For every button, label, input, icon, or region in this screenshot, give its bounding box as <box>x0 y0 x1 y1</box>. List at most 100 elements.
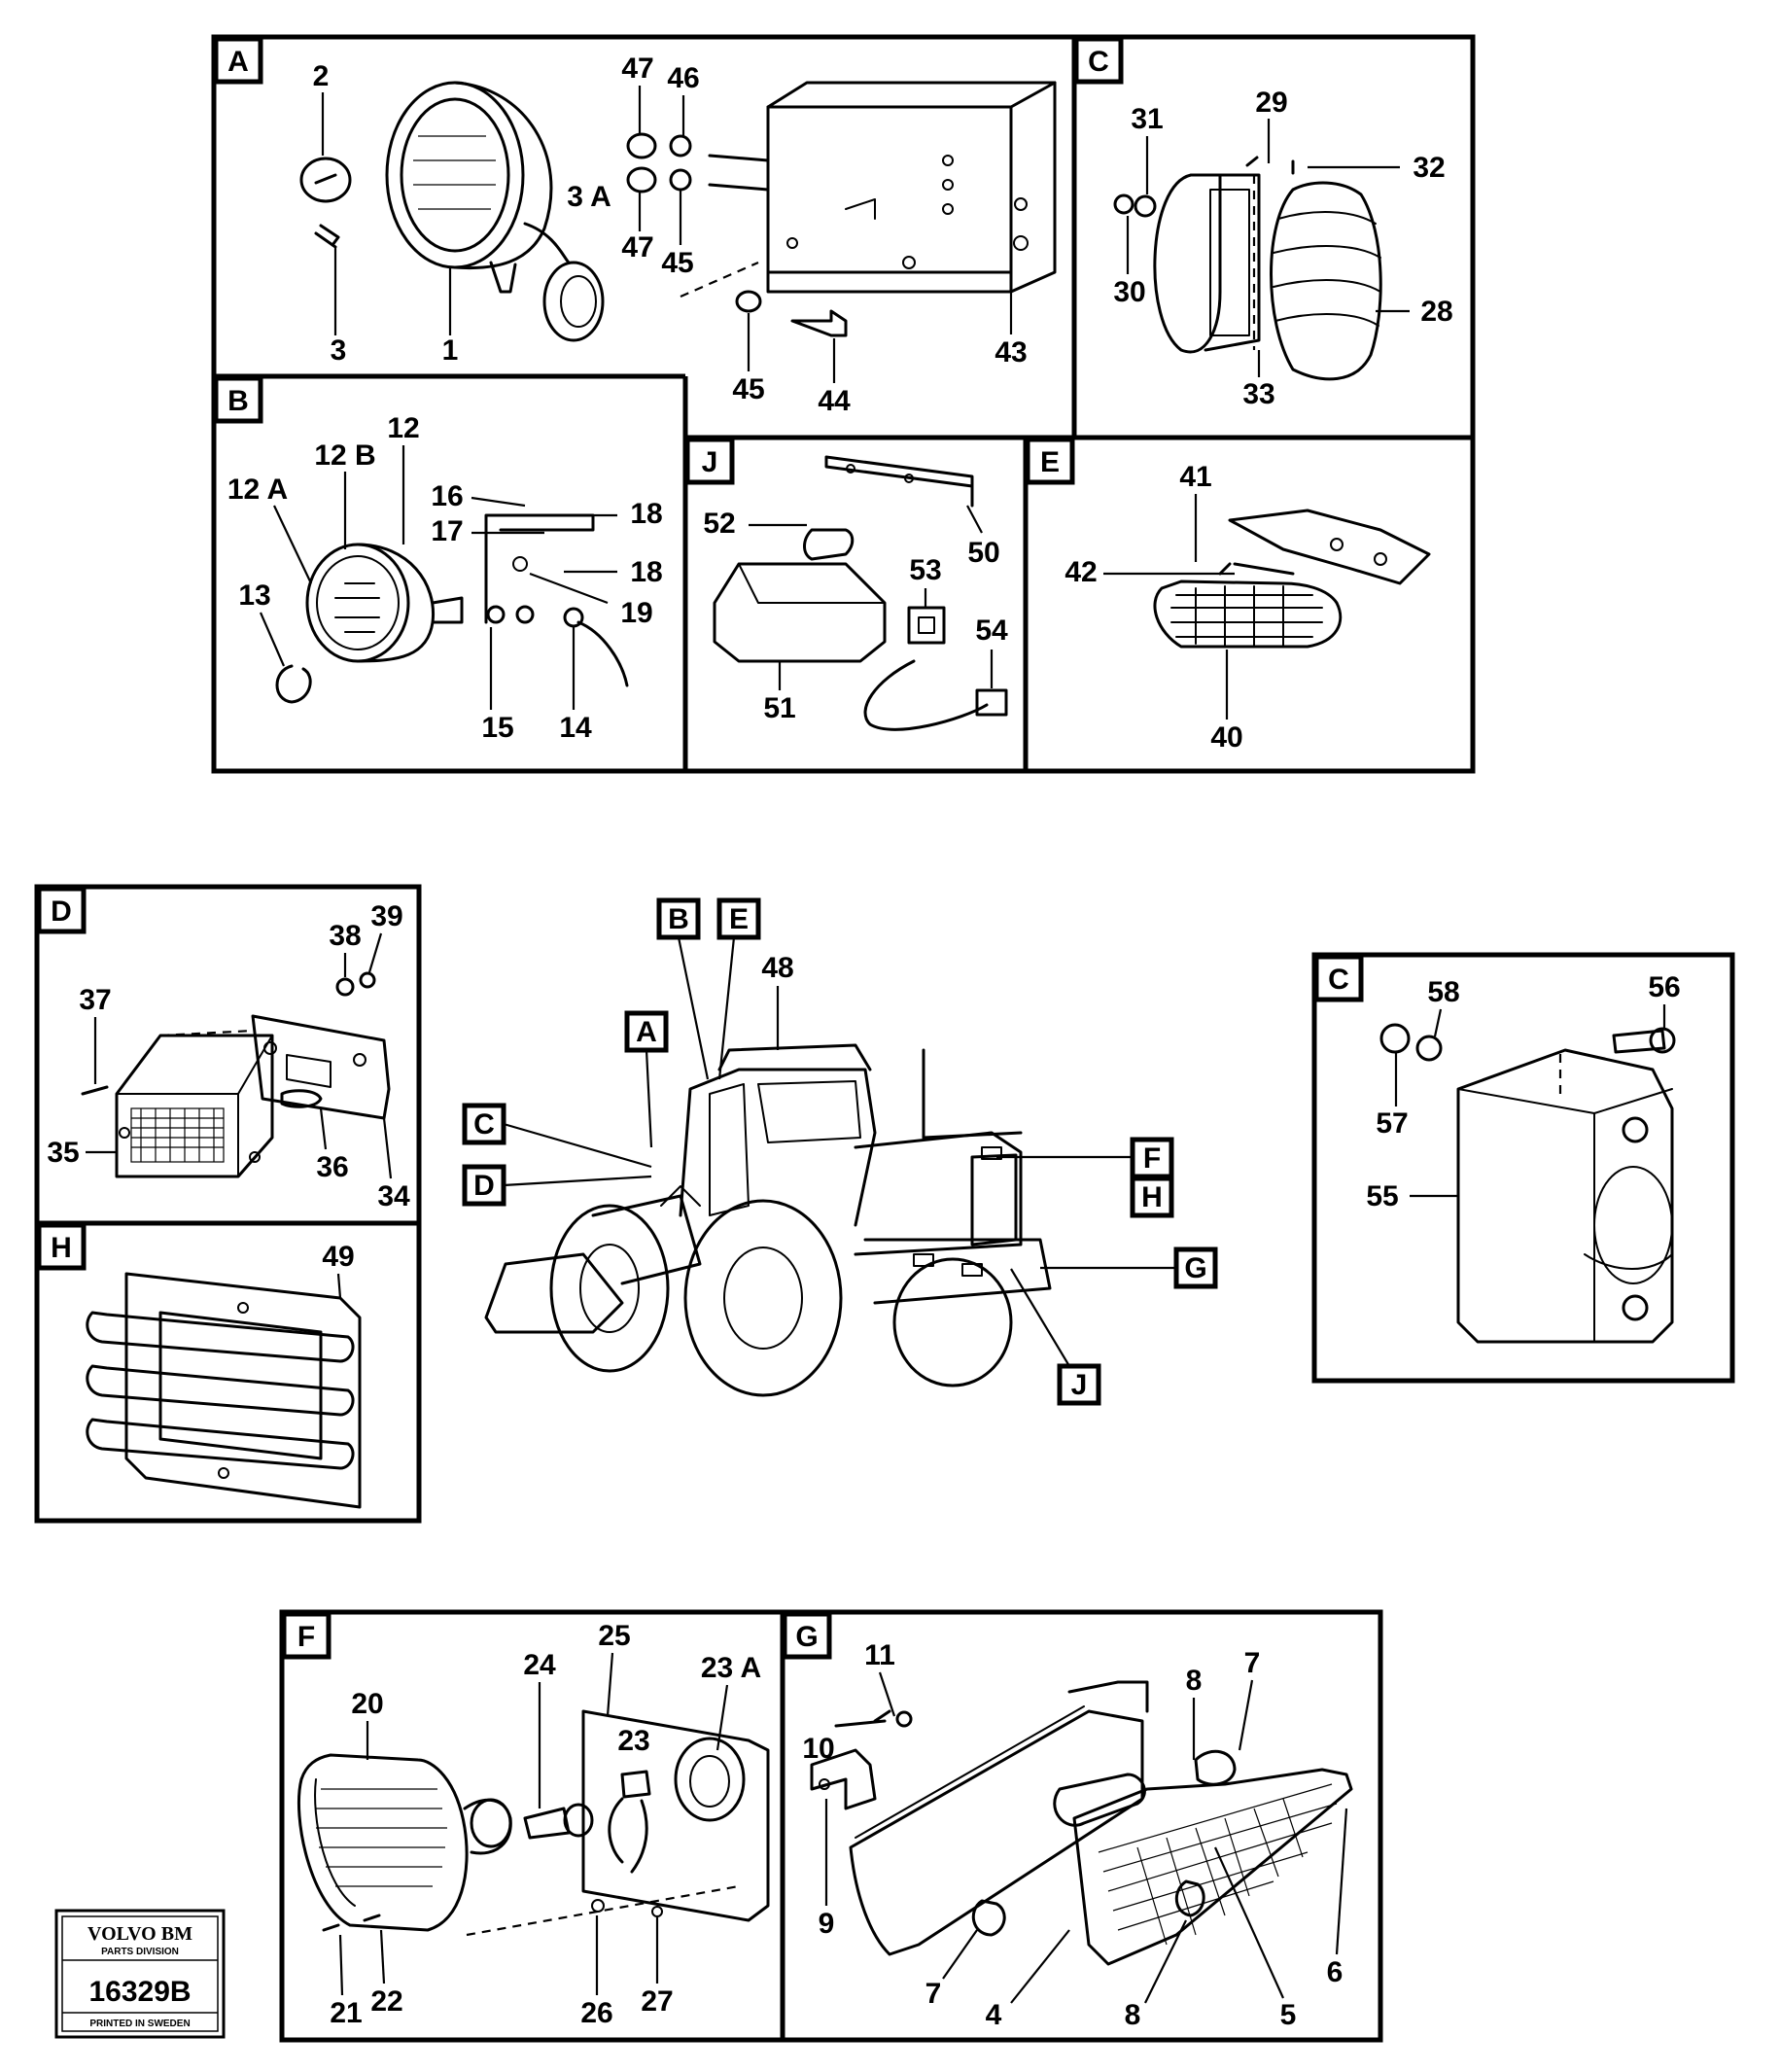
svg-text:J: J <box>702 446 718 478</box>
svg-text:56: 56 <box>1648 971 1680 1003</box>
svg-text:J: J <box>1071 1369 1088 1401</box>
svg-text:18: 18 <box>630 556 662 588</box>
svg-text:8: 8 <box>1186 1665 1203 1697</box>
panel-E-labels: 41 42 40 <box>1065 461 1242 754</box>
panel-F-labels: 24 25 23 A 20 23 21 22 26 27 <box>330 1620 761 2029</box>
svg-text:14: 14 <box>559 712 592 744</box>
callout-B: B <box>656 897 710 1080</box>
panel-label-C-top: C <box>1073 36 1124 85</box>
tail-lamp-G-drawing <box>810 1680 1353 1966</box>
svg-text:D: D <box>51 896 72 928</box>
svg-text:21: 21 <box>330 1997 362 2029</box>
svg-text:8: 8 <box>1125 1999 1141 2031</box>
panel-group-C-right <box>1311 952 1735 1384</box>
svg-text:9: 9 <box>819 1908 835 1940</box>
wheel-loader-drawing <box>484 1043 1052 1397</box>
svg-text:G: G <box>795 1621 818 1653</box>
panel-label-A: A <box>213 36 263 85</box>
callout-F: F <box>996 1137 1174 1179</box>
svg-text:2: 2 <box>313 60 330 92</box>
svg-text:23 A: 23 A <box>701 1652 761 1684</box>
panel-label-G: G <box>782 1611 832 1660</box>
svg-text:22: 22 <box>370 1985 402 2018</box>
svg-text:19: 19 <box>620 597 652 629</box>
svg-text:F: F <box>297 1621 315 1653</box>
callout-J: J <box>1010 1268 1101 1406</box>
svg-text:12 B: 12 B <box>314 439 375 472</box>
svg-text:PRINTED IN SWEDEN: PRINTED IN SWEDEN <box>89 2019 190 2029</box>
svg-text:40: 40 <box>1210 721 1242 754</box>
svg-text:3 A: 3 A <box>567 181 611 213</box>
svg-text:7: 7 <box>1244 1647 1261 1679</box>
svg-text:33: 33 <box>1242 378 1274 410</box>
svg-text:5: 5 <box>1280 1999 1297 2031</box>
svg-text:VOLVO BM: VOLVO BM <box>87 1923 192 1945</box>
svg-text:6: 6 <box>1327 1956 1344 1988</box>
svg-text:47: 47 <box>621 53 653 85</box>
svg-text:30: 30 <box>1113 276 1145 308</box>
machine-callouts: B E 48 A C D F <box>462 897 1218 1406</box>
svg-text:44: 44 <box>818 385 851 417</box>
svg-text:27: 27 <box>641 1985 673 2018</box>
svg-text:38: 38 <box>329 920 361 952</box>
panel-C-right-labels: 58 56 57 55 <box>1366 971 1680 1212</box>
svg-text:E: E <box>729 903 749 935</box>
svg-text:H: H <box>51 1232 72 1264</box>
svg-text:29: 29 <box>1255 87 1287 119</box>
panel-G-labels: 11 8 7 10 9 7 4 8 5 6 <box>802 1639 1348 2031</box>
svg-text:52: 52 <box>703 508 735 540</box>
svg-text:D: D <box>473 1170 495 1202</box>
svg-text:54: 54 <box>975 615 1008 647</box>
svg-text:B: B <box>227 385 249 417</box>
panel-label-F: F <box>281 1611 332 1660</box>
interior-lamp-drawing <box>1153 509 1431 649</box>
svg-text:13: 13 <box>238 579 270 612</box>
svg-text:C: C <box>473 1108 495 1141</box>
svg-text:11: 11 <box>864 1639 895 1671</box>
svg-text:C: C <box>1328 964 1349 996</box>
svg-text:47: 47 <box>621 231 653 263</box>
callout-C: C <box>462 1103 652 1169</box>
svg-text:34: 34 <box>377 1180 410 1212</box>
panel-A-labels: 2 3 1 3 A 47 46 47 45 45 44 43 <box>313 53 1028 417</box>
svg-text:23: 23 <box>617 1725 649 1757</box>
svg-text:A: A <box>636 1016 657 1048</box>
svg-text:17: 17 <box>431 515 463 547</box>
callout-E: E <box>716 897 761 1080</box>
panel-label-C-right: C <box>1313 954 1364 1002</box>
callout-H: H <box>1130 1176 1174 1218</box>
svg-text:F: F <box>1143 1142 1161 1175</box>
svg-text:32: 32 <box>1413 152 1445 184</box>
svg-text:53: 53 <box>909 554 941 586</box>
svg-text:15: 15 <box>481 712 513 744</box>
svg-text:E: E <box>1040 446 1060 478</box>
panel-label-H: H <box>36 1222 87 1271</box>
svg-text:48: 48 <box>761 952 793 984</box>
panel-label-D: D <box>36 886 87 934</box>
svg-text:36: 36 <box>316 1151 348 1183</box>
svg-text:49: 49 <box>322 1241 354 1273</box>
work-lamp-drawing <box>299 81 605 342</box>
volvo-bm-stamp: VOLVO BM PARTS DIVISION 16329B PRINTED I… <box>54 1909 226 2039</box>
svg-text:45: 45 <box>732 373 764 405</box>
svg-text:16329B: 16329B <box>88 1976 191 2008</box>
svg-text:12: 12 <box>387 412 419 444</box>
panel-label-E: E <box>1025 437 1075 485</box>
svg-text:28: 28 <box>1420 296 1452 328</box>
svg-text:4: 4 <box>986 1999 1002 2031</box>
roof-lamp-drawing <box>275 513 629 704</box>
direction-lamp-drawing <box>1379 1023 1676 1344</box>
svg-text:35: 35 <box>47 1137 79 1169</box>
panel-label-J: J <box>684 437 735 485</box>
svg-text:51: 51 <box>763 692 795 724</box>
svg-text:50: 50 <box>967 537 999 569</box>
svg-text:G: G <box>1184 1252 1206 1284</box>
lamp-guard-H-drawing <box>86 1272 362 1509</box>
marker-lamp-drawing <box>1113 156 1382 381</box>
callout-D: D <box>462 1164 652 1207</box>
svg-text:C: C <box>1088 46 1109 78</box>
svg-text:16: 16 <box>431 480 463 512</box>
svg-text:39: 39 <box>370 900 402 932</box>
svg-text:46: 46 <box>667 62 699 94</box>
